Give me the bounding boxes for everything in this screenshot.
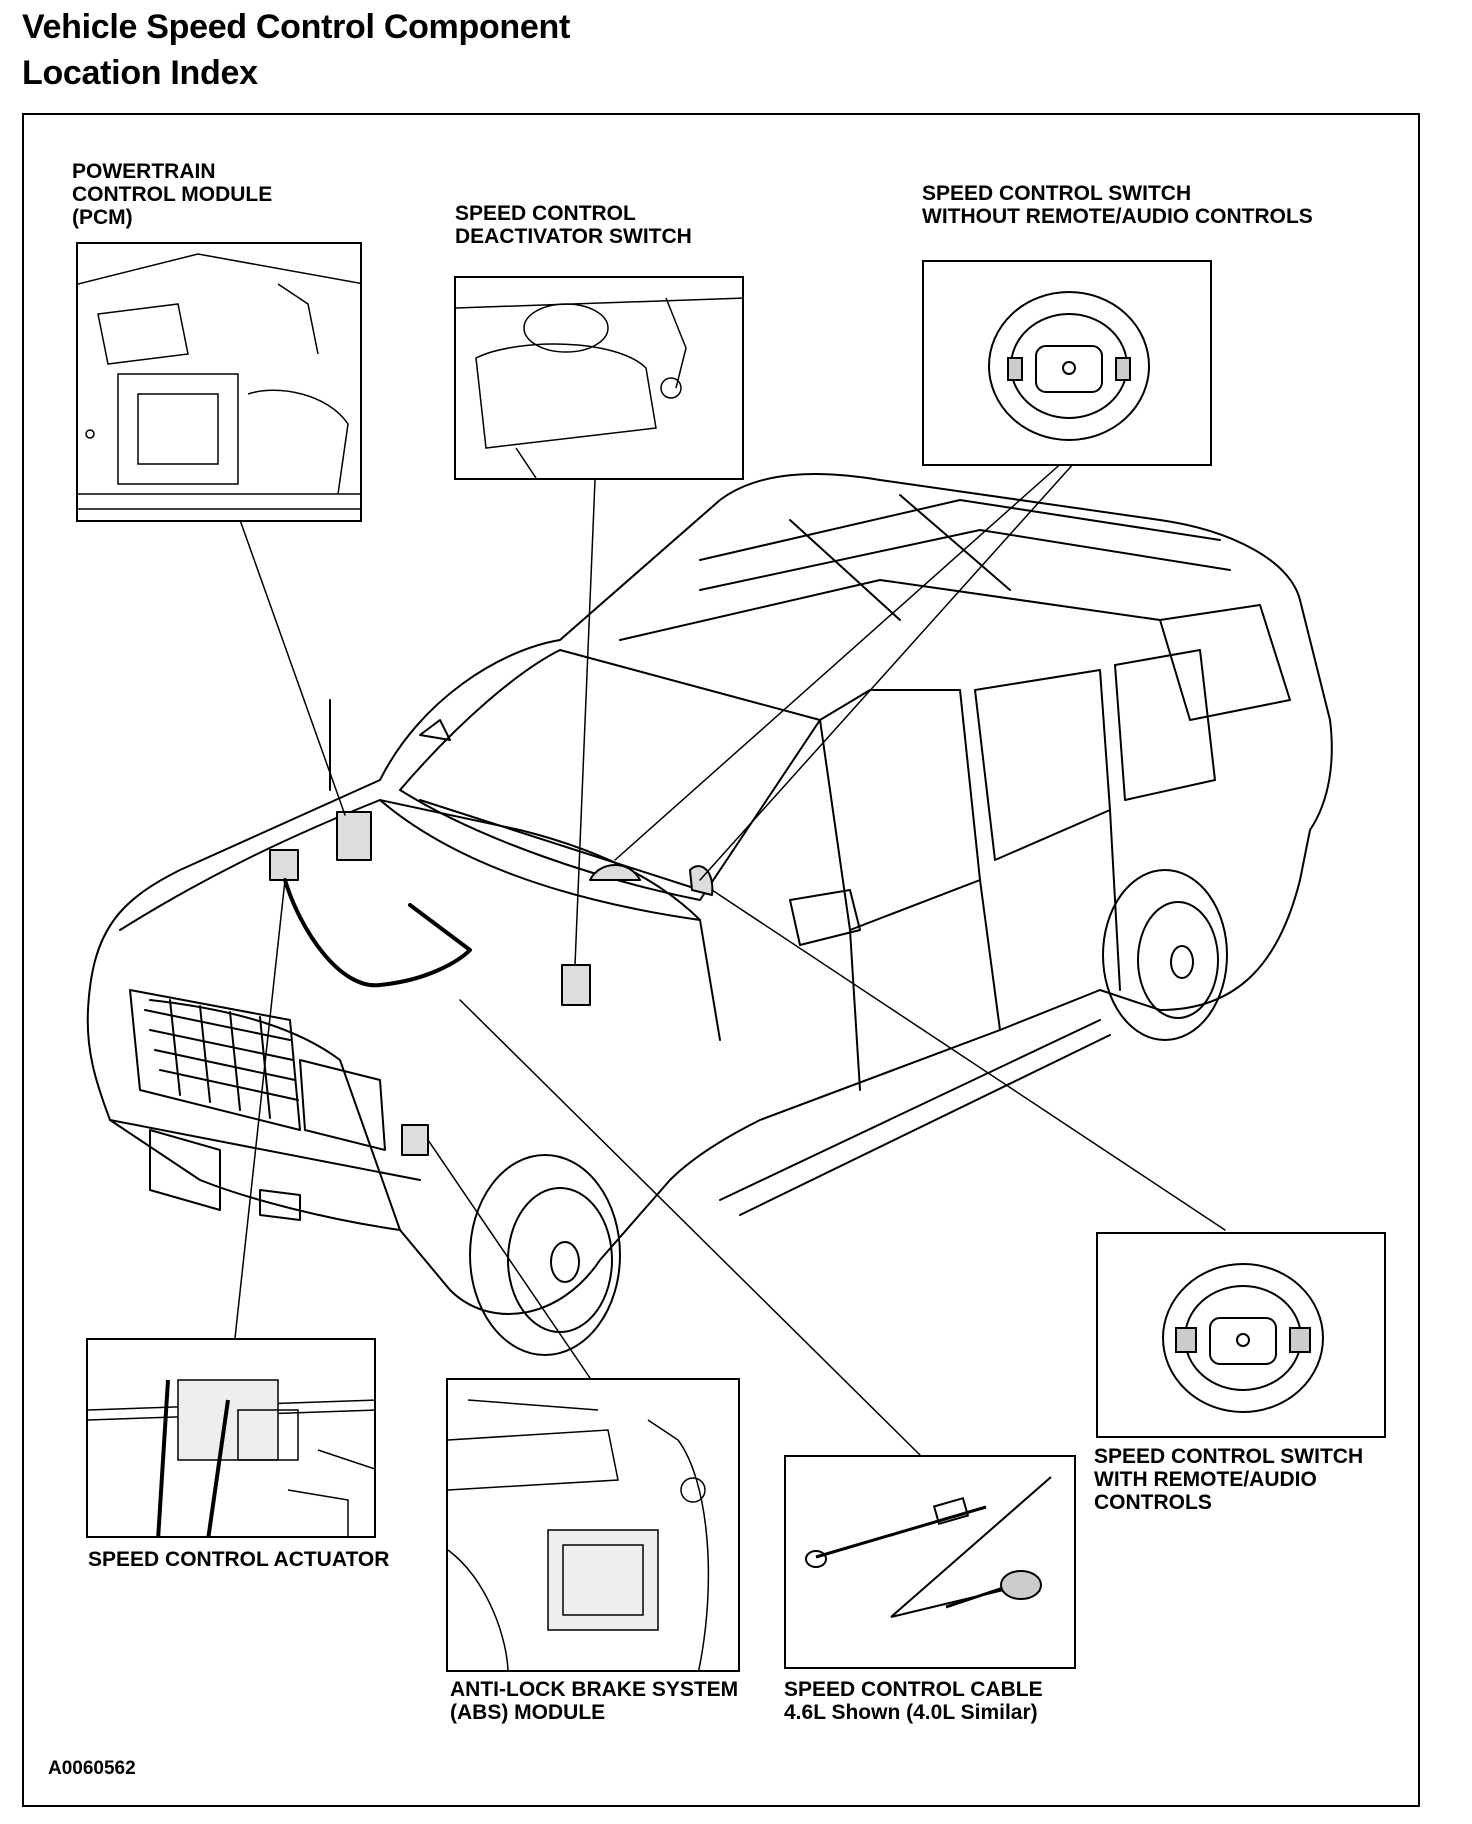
leader-abs	[428, 1140, 590, 1378]
label-abs: ANTI-LOCK BRAKE SYSTEM (ABS) MODULE	[450, 1678, 738, 1724]
steering-wheel-icon	[989, 292, 1149, 440]
leader-switch-without-a	[615, 460, 1065, 860]
title-line-2: Location Index	[22, 54, 258, 92]
figure-id: A0060562	[48, 1758, 136, 1779]
leader-deactivator	[575, 480, 595, 965]
inset-actuator	[86, 1338, 376, 1538]
title-line-1: Vehicle Speed Control Component	[22, 8, 570, 46]
leader-actuator	[235, 880, 285, 1338]
leader-switch-without-b	[700, 462, 1075, 880]
leader-lines	[235, 460, 1225, 1455]
label-switch-without-line-1: SPEED CONTROL SWITCH	[922, 182, 1192, 205]
label-switch-without-line-2: WITHOUT REMOTE/AUDIO CONTROLS	[922, 205, 1313, 228]
label-cable: SPEED CONTROL CABLE 4.6L Shown (4.0L Sim…	[784, 1678, 1043, 1724]
switch-marker-left	[590, 865, 640, 880]
actuator-marker	[270, 850, 298, 880]
inset-deactivator	[454, 276, 744, 480]
label-cable-line-2: 4.6L Shown (4.0L Similar)	[784, 1701, 1038, 1724]
label-switch-with-line-1: SPEED CONTROL SWITCH	[1094, 1445, 1364, 1468]
label-switch-with-line-2: WITH REMOTE/AUDIO	[1094, 1468, 1317, 1491]
label-deactivator-line-1: SPEED CONTROL	[455, 202, 636, 225]
inset-abs	[446, 1378, 740, 1672]
label-pcm-line-1: POWERTRAIN	[72, 160, 216, 183]
inset-switch-with	[1096, 1232, 1386, 1438]
abs-marker	[402, 1125, 428, 1155]
steering-wheel-icon	[1163, 1264, 1323, 1412]
leader-switch-with	[712, 890, 1225, 1230]
label-deactivator: SPEED CONTROL DEACTIVATOR SWITCH	[455, 202, 692, 248]
deactivator-marker	[562, 965, 590, 1005]
inset-cable	[784, 1455, 1076, 1669]
label-deactivator-line-2: DEACTIVATOR SWITCH	[455, 225, 692, 248]
inset-switch-without	[922, 260, 1212, 466]
speed-control-cable	[285, 880, 470, 985]
label-pcm-line-3: (PCM)	[72, 206, 133, 229]
leader-pcm	[240, 520, 345, 815]
diagram-frame	[22, 113, 1420, 1807]
label-cable-line-1: SPEED CONTROL CABLE	[784, 1678, 1043, 1701]
label-switch-without: SPEED CONTROL SWITCH WITHOUT REMOTE/AUDI…	[922, 182, 1313, 228]
vehicle-body-outline	[88, 474, 1332, 1355]
pcm-marker	[337, 812, 371, 860]
label-abs-line-2: (ABS) MODULE	[450, 1701, 606, 1724]
page-title: Vehicle Speed Control Component Location…	[22, 4, 570, 96]
label-pcm-line-2: CONTROL MODULE	[72, 183, 273, 206]
label-switch-with: SPEED CONTROL SWITCH WITH REMOTE/AUDIO C…	[1094, 1445, 1363, 1514]
label-switch-with-line-3: CONTROLS	[1094, 1491, 1212, 1514]
leader-cable	[460, 1000, 920, 1455]
vehicle-components	[270, 812, 712, 1155]
label-actuator: SPEED CONTROL ACTUATOR	[88, 1548, 389, 1571]
inset-pcm	[76, 242, 362, 522]
label-actuator-line-1: SPEED CONTROL ACTUATOR	[88, 1548, 390, 1571]
label-abs-line-1: ANTI-LOCK BRAKE SYSTEM	[450, 1678, 739, 1701]
label-pcm: POWERTRAIN CONTROL MODULE (PCM)	[72, 160, 272, 229]
